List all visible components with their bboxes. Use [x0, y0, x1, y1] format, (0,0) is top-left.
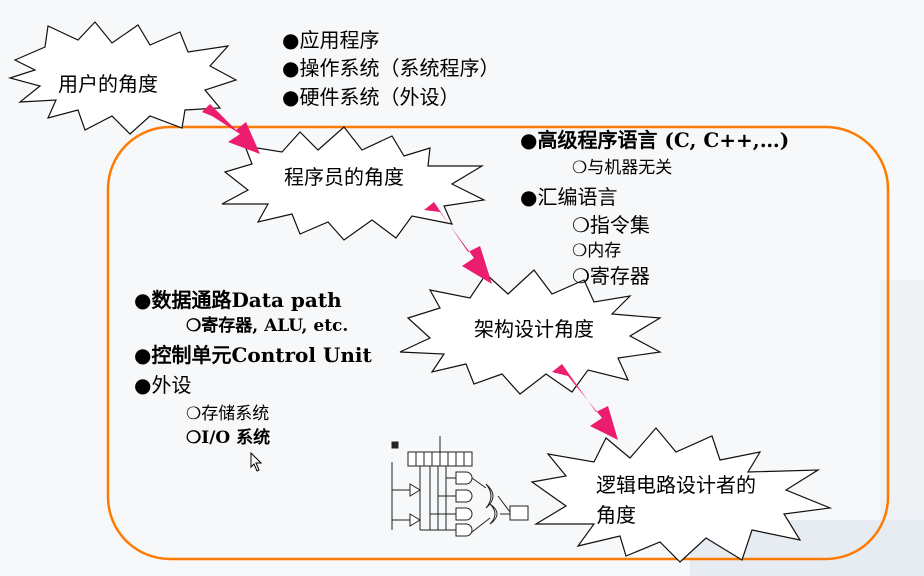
- arch-item-registers-alu: ❍寄存器, ALU, etc.: [186, 316, 349, 336]
- star-architecture-view: [399, 269, 662, 395]
- programmer-item-registers: ❍寄存器: [572, 264, 650, 288]
- programmer-view-label: 程序员的角度: [284, 165, 404, 189]
- programmer-item-assembly-language: ●汇编语言: [520, 185, 618, 209]
- arch-item-storage-system: ❍存储系统: [186, 404, 270, 424]
- user-item-applications: ●应用程序: [282, 28, 380, 52]
- arrow-user-to-programmer: [202, 104, 260, 154]
- programmer-item-machine-independent: ❍与机器无关: [572, 158, 673, 178]
- architecture-view-label: 架构设计角度: [474, 317, 594, 341]
- user-item-operating-system: ●操作系统（系统程序）: [282, 56, 500, 80]
- programmer-item-memory: ❍内存: [572, 241, 622, 261]
- star-user-view: [7, 21, 238, 135]
- star-logic-view: [530, 427, 833, 563]
- logic-view-label-line1: 逻辑电路设计者的: [596, 473, 756, 497]
- arrow-programmer-to-architecture: [424, 202, 492, 284]
- arch-item-data-path: ●数据通路Data path: [134, 288, 342, 312]
- programmer-item-high-level-language: ●高级程序语言 (C, C++,…): [520, 128, 790, 152]
- programmer-item-instruction-set: ❍指令集: [572, 213, 650, 237]
- arch-item-control-unit: ●控制单元Control Unit: [134, 343, 372, 367]
- user-view-label: 用户的角度: [58, 72, 158, 96]
- logic-view-label-line2: 角度: [596, 503, 636, 527]
- user-item-hardware: ●硬件系统（外设）: [282, 85, 460, 109]
- logic-view-label: 逻辑电路设计者的 角度: [596, 470, 756, 530]
- arrow-architecture-to-logic: [552, 364, 618, 440]
- star-programmer-view: [221, 126, 486, 241]
- logic-circuit-diagram: [391, 436, 529, 537]
- architecture-frame: [106, 125, 890, 561]
- arch-item-io-system: ❍I/O 系统: [186, 428, 271, 448]
- mouse-cursor-icon: [250, 452, 263, 472]
- arch-item-peripherals: ●外设: [134, 373, 192, 397]
